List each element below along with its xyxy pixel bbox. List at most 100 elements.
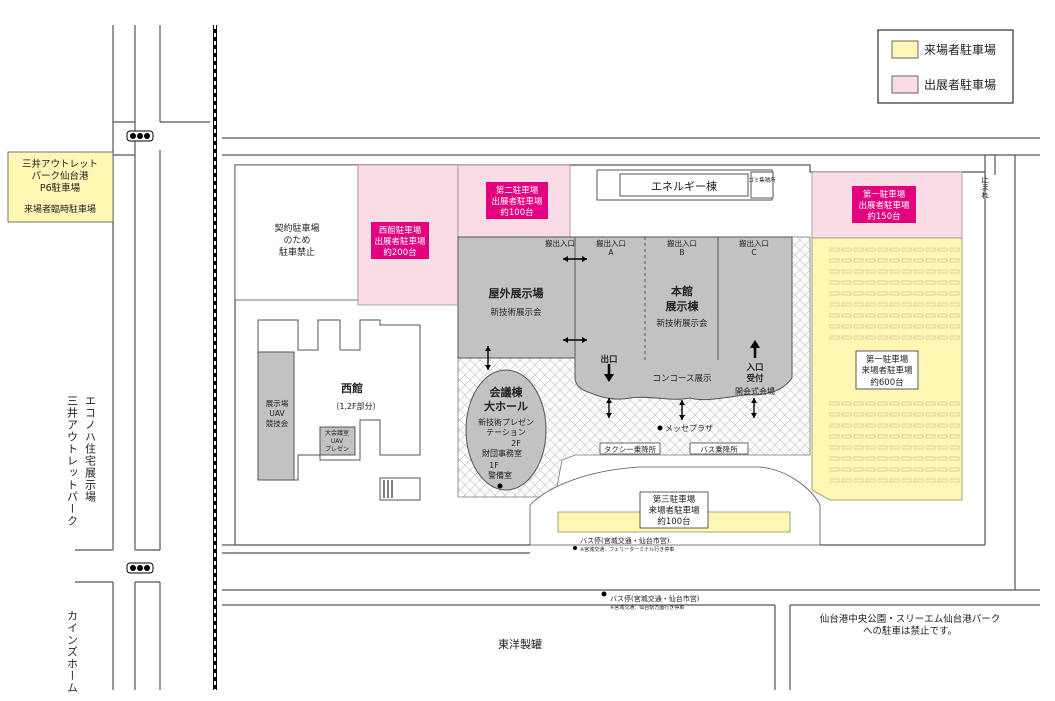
taxi-stand: タクシー乗降所 (599, 442, 661, 455)
parking-stall (889, 291, 900, 296)
parking-stall (853, 269, 864, 274)
parking-stall (925, 324, 936, 329)
svg-text:パーク仙台港: パーク仙台港 (31, 170, 89, 182)
svg-text:会議棟: 会議棟 (490, 385, 524, 399)
parking-stall (901, 445, 912, 450)
parking-stall (889, 335, 900, 340)
parking-stall (841, 269, 852, 274)
svg-text:約600台: 約600台 (870, 377, 903, 388)
parking-stall (829, 478, 840, 483)
parking-stall (937, 324, 948, 329)
svg-text:P6駐車場: P6駐車場 (40, 182, 81, 194)
parking-stall (949, 467, 960, 472)
parking-stall (925, 291, 936, 296)
parking-stall (829, 247, 840, 252)
svg-text:本館: 本館 (671, 284, 693, 298)
parking-stall (889, 478, 900, 483)
parking-stall (901, 280, 912, 285)
parking-stall (841, 313, 852, 318)
parking-stall (889, 280, 900, 285)
parking-stall (865, 335, 876, 340)
parking-stall (913, 412, 924, 417)
svg-text:UAV: UAV (331, 438, 344, 445)
bus-stand: バス乗降所 (689, 442, 749, 455)
parking-stall (901, 467, 912, 472)
parking-stall (829, 335, 840, 340)
gate-c-label: 搬出入口 (739, 238, 769, 248)
parking-stall (829, 434, 840, 439)
parking-stall (901, 478, 912, 483)
parking-stall (889, 434, 900, 439)
parking-stall (877, 467, 888, 472)
parking-stall (853, 456, 864, 461)
parking-stall (937, 434, 948, 439)
parking-stall (889, 456, 900, 461)
parking-stall (949, 335, 960, 340)
parking-stall (937, 269, 948, 274)
svg-text:財団事務室: 財団事務室 (482, 448, 522, 458)
traffic-signal-icon (126, 130, 154, 142)
parking-stall (913, 467, 924, 472)
parking-stall (841, 335, 852, 340)
road-network (75, 25, 1040, 690)
parking-stall (853, 280, 864, 285)
parking-stall (925, 445, 936, 450)
west-hall: 展示場 UAV 競技会 大会議室 UAV プレゼン 西館 （1,2F部分） (257, 319, 421, 501)
conference-building: 会議棟 大ホール 新技術プレゼン テーション 2F 財団事務室 1F 警備室 (465, 369, 547, 491)
parking-stall (841, 467, 852, 472)
parking-stall (937, 291, 948, 296)
svg-text:ゴミ集積所: ゴミ集積所 (748, 176, 776, 184)
parking-stall (841, 280, 852, 285)
parking-stall (877, 302, 888, 307)
parking-stall (853, 324, 864, 329)
parking-stall (877, 478, 888, 483)
parking-stall (841, 247, 852, 252)
stop-sign-label: 止まれ (981, 174, 990, 199)
svg-text:バス停(宮城交通・仙台市営): バス停(宮城交通・仙台市営) (580, 536, 670, 545)
parking-stall (901, 258, 912, 263)
parking-stall (901, 302, 912, 307)
parking-stall (853, 302, 864, 307)
parking-stall (925, 269, 936, 274)
messe-plaza-marker-icon (657, 425, 663, 431)
parking-stall (949, 456, 960, 461)
svg-text:展示場: 展示場 (266, 398, 289, 408)
parking-stall (949, 423, 960, 428)
parking-stall (841, 291, 852, 296)
parking-stall (913, 456, 924, 461)
parking-stall (913, 247, 924, 252)
svg-text:2F: 2F (511, 439, 521, 448)
svg-text:受付: 受付 (746, 373, 764, 384)
parking-stall (949, 269, 960, 274)
parking-stall (925, 456, 936, 461)
parking-stall (901, 269, 912, 274)
svg-text:エネルギー棟: エネルギー棟 (651, 179, 717, 193)
svg-text:バス停(宮城交通・仙台市営): バス停(宮城交通・仙台市営) (610, 594, 700, 603)
parking-stalls (829, 247, 960, 483)
parking-stall (901, 423, 912, 428)
parking-stall (949, 313, 960, 318)
legend-swatch-visitor (891, 40, 919, 59)
svg-text:C: C (751, 248, 756, 257)
entrance-arrow-icon (750, 340, 760, 358)
parking-stall (925, 434, 936, 439)
parking-stall (913, 269, 924, 274)
parking-stall (877, 247, 888, 252)
svg-text:約200台: 約200台 (383, 247, 416, 258)
parking-stall (829, 291, 840, 296)
loading-gates: 搬出入口 搬出入口 A 搬出入口 B 搬出入口 C (545, 238, 769, 257)
concourse-label: コンコース展示 (652, 374, 711, 384)
parking-stall (841, 423, 852, 428)
svg-text:※宮城交通：フェリーターミナル行き停車: ※宮城交通：フェリーターミナル行き停車 (580, 546, 674, 553)
svg-text:第二駐車場: 第二駐車場 (496, 185, 539, 196)
parking-stall (901, 434, 912, 439)
outlet-parking-box: 三井アウトレット パーク仙台港 P6駐車場 来場者臨時駐車場 (7, 151, 114, 223)
parking-stall (853, 467, 864, 472)
parking-stall (925, 423, 936, 428)
parking-stall (949, 280, 960, 285)
parking-stall (865, 445, 876, 450)
parking-stall (913, 335, 924, 340)
parking-stall (901, 313, 912, 318)
parking-stall (913, 324, 924, 329)
